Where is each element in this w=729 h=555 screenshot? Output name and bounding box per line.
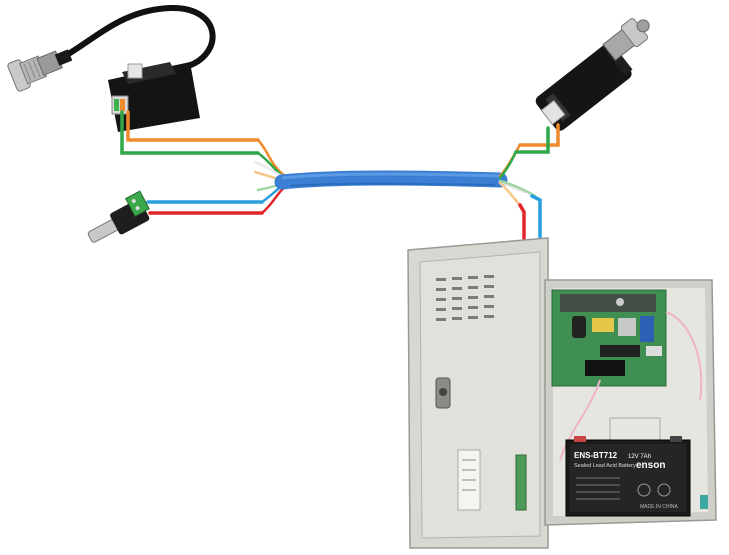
battery-spec: 12V 7Ah	[628, 454, 651, 460]
utp-cable	[274, 170, 508, 190]
orange-wire-right	[518, 123, 560, 147]
orange-wire-left	[126, 110, 260, 142]
green-wire-right	[514, 126, 550, 154]
battery-model: ENS-BT712	[574, 451, 618, 460]
bnc-connector-icon	[602, 18, 650, 61]
power-supply-box-icon: ENS-BT712 12V 7Ah Sealed Lead Acid Batte…	[407, 237, 717, 549]
left-wire-pairs	[120, 110, 287, 215]
green-wire-left	[120, 110, 260, 155]
video-balun-icon	[108, 62, 200, 132]
battery-brand: enson	[636, 460, 665, 471]
power-supply-pcb	[551, 289, 667, 387]
right-video-balun	[535, 18, 650, 131]
dc-power-plug-icon	[87, 190, 150, 243]
battery-icon: ENS-BT712 12V 7Ah Sealed Lead Acid Batte…	[565, 436, 691, 517]
left-video-balun	[7, 4, 216, 132]
battery-origin: MADE IN CHINA	[640, 504, 678, 510]
battery-subtitle: Sealed Lead Acid Battery	[574, 463, 636, 469]
lock-icon	[435, 377, 451, 409]
door-vents	[436, 275, 494, 321]
bnc-connector-icon	[7, 49, 73, 92]
